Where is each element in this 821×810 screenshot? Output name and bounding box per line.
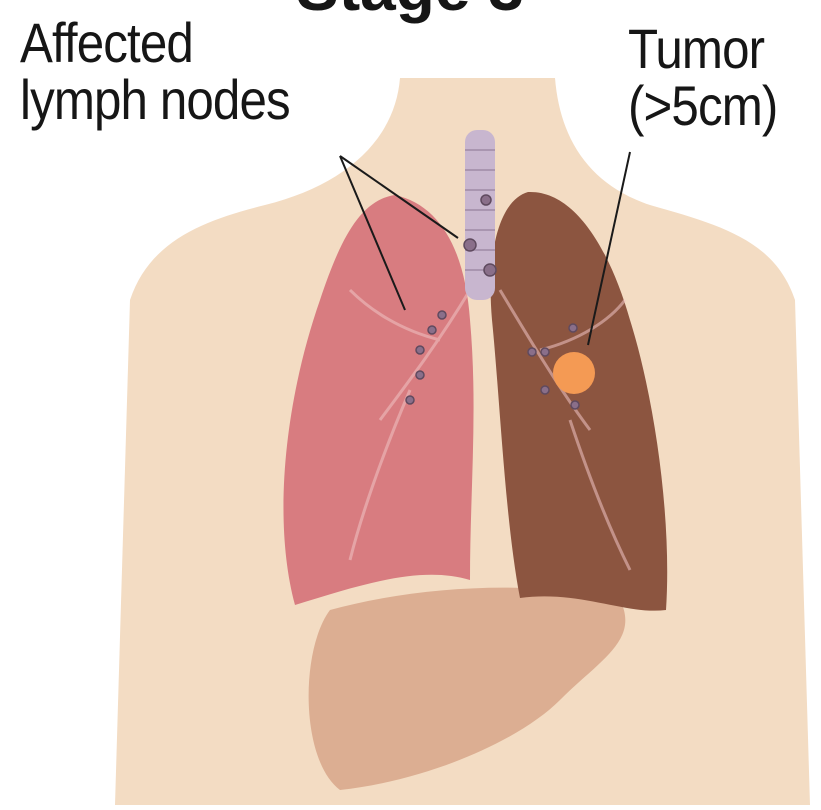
lymph-nodes-label-line2: lymph nodes xyxy=(20,71,290,128)
lymph-nodes-label-line1: Affected xyxy=(20,14,290,71)
diagram-title: Stage 3 xyxy=(250,0,570,20)
tumor-label-line2: (>5cm) xyxy=(628,77,777,134)
tumor-label: Tumor (>5cm) xyxy=(628,20,777,134)
lymph-nodes-label: Affected lymph nodes xyxy=(20,14,290,128)
tumor xyxy=(553,352,595,394)
tumor-label-line1: Tumor xyxy=(628,20,777,77)
